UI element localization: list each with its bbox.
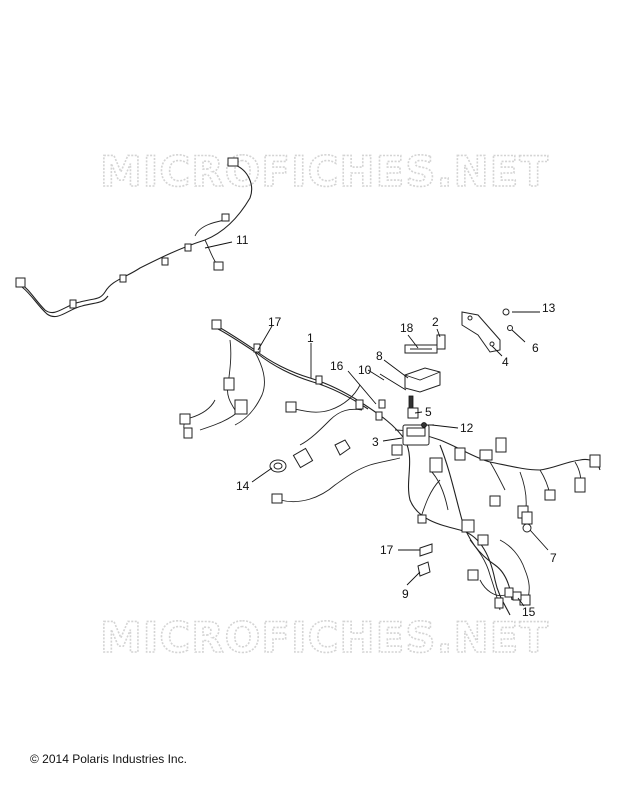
callout-11: 11 xyxy=(236,233,249,247)
connector-part-7 xyxy=(521,511,533,533)
fuse-part-2 xyxy=(436,334,446,350)
main-harness-part-1 xyxy=(179,319,511,616)
watermark-bottom: MICROFICHES.NET xyxy=(100,613,549,662)
clip-part-9 xyxy=(417,561,431,577)
callout-16: 16 xyxy=(330,359,344,373)
callout-1: 1 xyxy=(307,331,314,345)
relay-part-18 xyxy=(404,344,438,354)
callout-8: 8 xyxy=(376,349,383,363)
callout-18: 18 xyxy=(400,321,414,335)
callout-3: 3 xyxy=(372,435,379,449)
main-harness-right-section xyxy=(375,411,601,611)
copyright-notice: © 2014 Polaris Industries Inc. xyxy=(30,752,187,766)
callout-17-upper: 17 xyxy=(268,315,282,329)
leader-lines xyxy=(204,241,549,607)
tie-part-17-lower xyxy=(419,543,433,557)
callout-14: 14 xyxy=(236,479,250,493)
nut-part-6 xyxy=(507,325,513,331)
screw-part-13 xyxy=(502,308,510,316)
callout-7: 7 xyxy=(550,551,557,565)
callout-13: 13 xyxy=(542,301,556,315)
grommet-part-14 xyxy=(269,459,287,473)
callout-12: 12 xyxy=(460,421,474,435)
callout-5: 5 xyxy=(425,405,432,419)
callout-4: 4 xyxy=(502,355,509,369)
clip-part-15 xyxy=(512,591,522,601)
callout-2: 2 xyxy=(432,315,439,329)
callout-17-lower: 17 xyxy=(380,543,394,557)
clip-part-16 xyxy=(378,399,386,409)
rear-harness-part-11 xyxy=(15,157,253,318)
callout-9: 9 xyxy=(402,587,409,601)
fuse-box-part-8 xyxy=(404,367,441,393)
callout-6: 6 xyxy=(532,341,539,355)
callout-10: 10 xyxy=(358,363,372,377)
callout-15: 15 xyxy=(522,605,536,619)
bracket-part-4 xyxy=(461,311,501,353)
watermark-top: MICROFICHES.NET xyxy=(100,147,549,196)
